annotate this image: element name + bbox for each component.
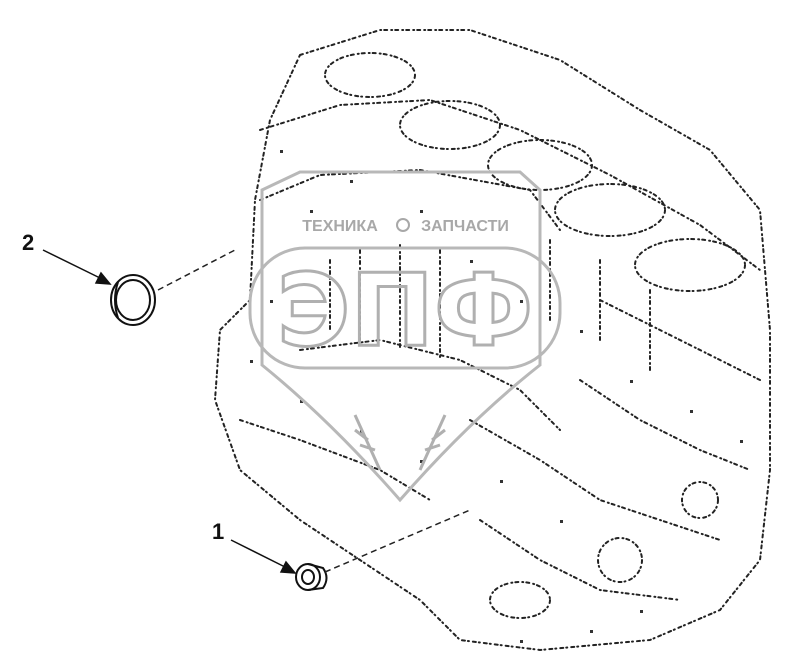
part-1-assembly-line bbox=[324, 509, 471, 573]
callout-label-2: 2 bbox=[22, 230, 35, 255]
watermark-brand: ЭПФ bbox=[277, 252, 533, 369]
watermark-top-right: ЗАПЧАСТИ bbox=[421, 218, 509, 235]
watermark-wheat-icon bbox=[353, 414, 447, 471]
watermark-top-left: ТЕХНИКА bbox=[302, 218, 378, 235]
watermark-gear-icon bbox=[396, 218, 410, 232]
engine-block bbox=[213, 29, 771, 652]
watermark-logo: ТЕХНИКА ЗАПЧАСТИ ЭПФ bbox=[248, 170, 562, 503]
part-1-plug bbox=[295, 563, 328, 591]
engine-texture bbox=[250, 150, 743, 643]
callout-arrows bbox=[42, 249, 297, 574]
callout-label-1: 1 bbox=[212, 519, 225, 544]
part-2-sealing-ring bbox=[110, 274, 156, 326]
part-2-assembly-line bbox=[157, 249, 236, 291]
